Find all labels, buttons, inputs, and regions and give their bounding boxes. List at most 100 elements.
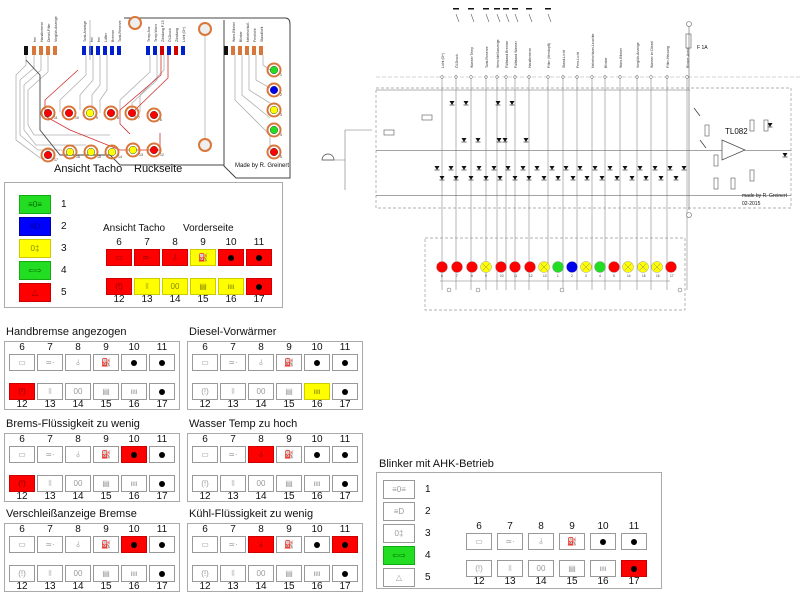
fuel-filter-icon: ▤ — [276, 475, 302, 492]
battery-icon: ▭ — [9, 446, 35, 463]
fan-icon: ⦚⦚ — [220, 383, 246, 400]
connector-pin — [46, 46, 50, 55]
connector-label: Warn-Blinker — [232, 21, 236, 42]
lamp-number: 6 — [19, 342, 25, 353]
dot-icon — [342, 570, 348, 577]
input-label: Fern-Licht — [576, 52, 580, 68]
dot-icon — [332, 446, 358, 463]
schematic-lamp-number: 4 — [599, 274, 601, 278]
dot-icon — [159, 451, 165, 458]
diode — [491, 166, 497, 170]
lamp-number: 15 — [283, 581, 295, 592]
battery-icon: ▭ — [9, 354, 35, 371]
schematic-lamp-number: 10 — [500, 274, 504, 278]
resistor — [713, 154, 719, 167]
dot-icon — [256, 283, 262, 290]
diode — [555, 176, 561, 180]
pcb-trace — [27, 55, 110, 136]
turn-signal-icon: ⇦⇨ — [19, 261, 51, 280]
front-lamp-socket — [40, 147, 56, 163]
connector-label: Nebelschluß — [246, 23, 250, 42]
dot-icon — [621, 560, 647, 577]
lamp-cell-8: 8⫰ — [64, 435, 92, 463]
lamp-cell-11: 11 — [148, 525, 176, 553]
switch-bar — [503, 8, 509, 10]
glow-plug-icon: 00 — [248, 383, 274, 400]
coolant-temp-icon: ⫰ — [248, 354, 274, 371]
glow-plug-icon: 00 — [65, 383, 91, 400]
lamp-cell-8: 8⫰ — [64, 525, 92, 553]
lamp-number: 14 — [255, 491, 267, 502]
connector-label: Bremse — [111, 30, 115, 42]
dot-icon — [342, 541, 348, 548]
battery-icon: ▭ — [192, 536, 218, 553]
lamp-number: 9 — [103, 434, 109, 445]
bus — [376, 150, 791, 151]
schematic-lamp — [466, 261, 478, 273]
lamp-cell-6: 6▭ — [8, 343, 36, 371]
lamp-cell-7: 7≃· — [36, 435, 64, 463]
dot-icon — [159, 480, 165, 487]
blinker-item-1: ≡0≡1 — [383, 480, 431, 499]
fuel-filter-icon: ▤ — [190, 278, 216, 295]
lamp-number: 16 — [225, 294, 237, 305]
connector-label: Zündung P.15 — [161, 20, 165, 42]
lamp-cell-9: 9⛽ — [275, 525, 303, 553]
fuel-icon: ⛽ — [93, 446, 119, 463]
lamp-number: 13 — [227, 581, 239, 592]
rear-lamp — [270, 125, 279, 134]
legend-number: 3 — [61, 243, 67, 254]
ground-terminal — [677, 287, 683, 293]
front-lamp-socket — [82, 105, 98, 121]
fuel-icon: ⛽ — [190, 249, 216, 266]
glow-plug-icon: 00 — [248, 475, 274, 492]
lamp-number: 17 — [339, 491, 351, 502]
switch — [514, 13, 519, 23]
connector-pin — [238, 46, 242, 55]
lamp-cell-12: (!)12 — [191, 382, 219, 410]
front-lamp — [44, 108, 53, 117]
legend-number: 2 — [61, 221, 67, 232]
diode — [448, 166, 454, 170]
lamp-cross — [624, 263, 632, 271]
legend-number: 5 — [425, 572, 431, 583]
lamp-number: 13 — [44, 491, 56, 502]
connector-label: Temp.Anz — [147, 26, 151, 42]
lamp-number: 10 — [311, 342, 323, 353]
dot-icon — [621, 533, 647, 550]
lamp-cell-17: 17 — [331, 382, 359, 410]
fuel-filter-icon: ▤ — [276, 565, 302, 582]
lamp-number: 15 — [100, 399, 112, 410]
switch — [547, 13, 552, 23]
transistor — [693, 107, 707, 149]
high-beam-icon: ≡D — [19, 217, 51, 236]
dot-icon — [256, 254, 262, 261]
connector-pin — [96, 46, 100, 55]
diode — [523, 138, 529, 142]
connector-pin — [160, 46, 164, 55]
connector-pin — [153, 46, 157, 55]
lamp-number: 11 — [628, 521, 640, 532]
schematic-lamp — [436, 261, 448, 273]
oil-pressure-icon: ≃· — [497, 533, 523, 550]
pcb-trace — [131, 55, 158, 113]
front-lamp — [65, 147, 74, 156]
dot-icon — [218, 249, 244, 266]
front-lamp-socket — [146, 107, 162, 123]
rear-lamp — [270, 105, 279, 114]
connector-label: Vorglüh-Anzeige — [54, 16, 58, 42]
connector-pin — [82, 46, 86, 55]
diode — [622, 166, 628, 170]
input-label: Füllstand Bremse — [505, 41, 509, 68]
dot-icon — [631, 538, 637, 545]
lamp-number: 12 — [199, 491, 211, 502]
fan-icon: ⦚⦚ — [220, 565, 246, 582]
connector-pin — [53, 46, 57, 55]
lamp-cell-13: ⦚⦚13 — [36, 382, 64, 410]
